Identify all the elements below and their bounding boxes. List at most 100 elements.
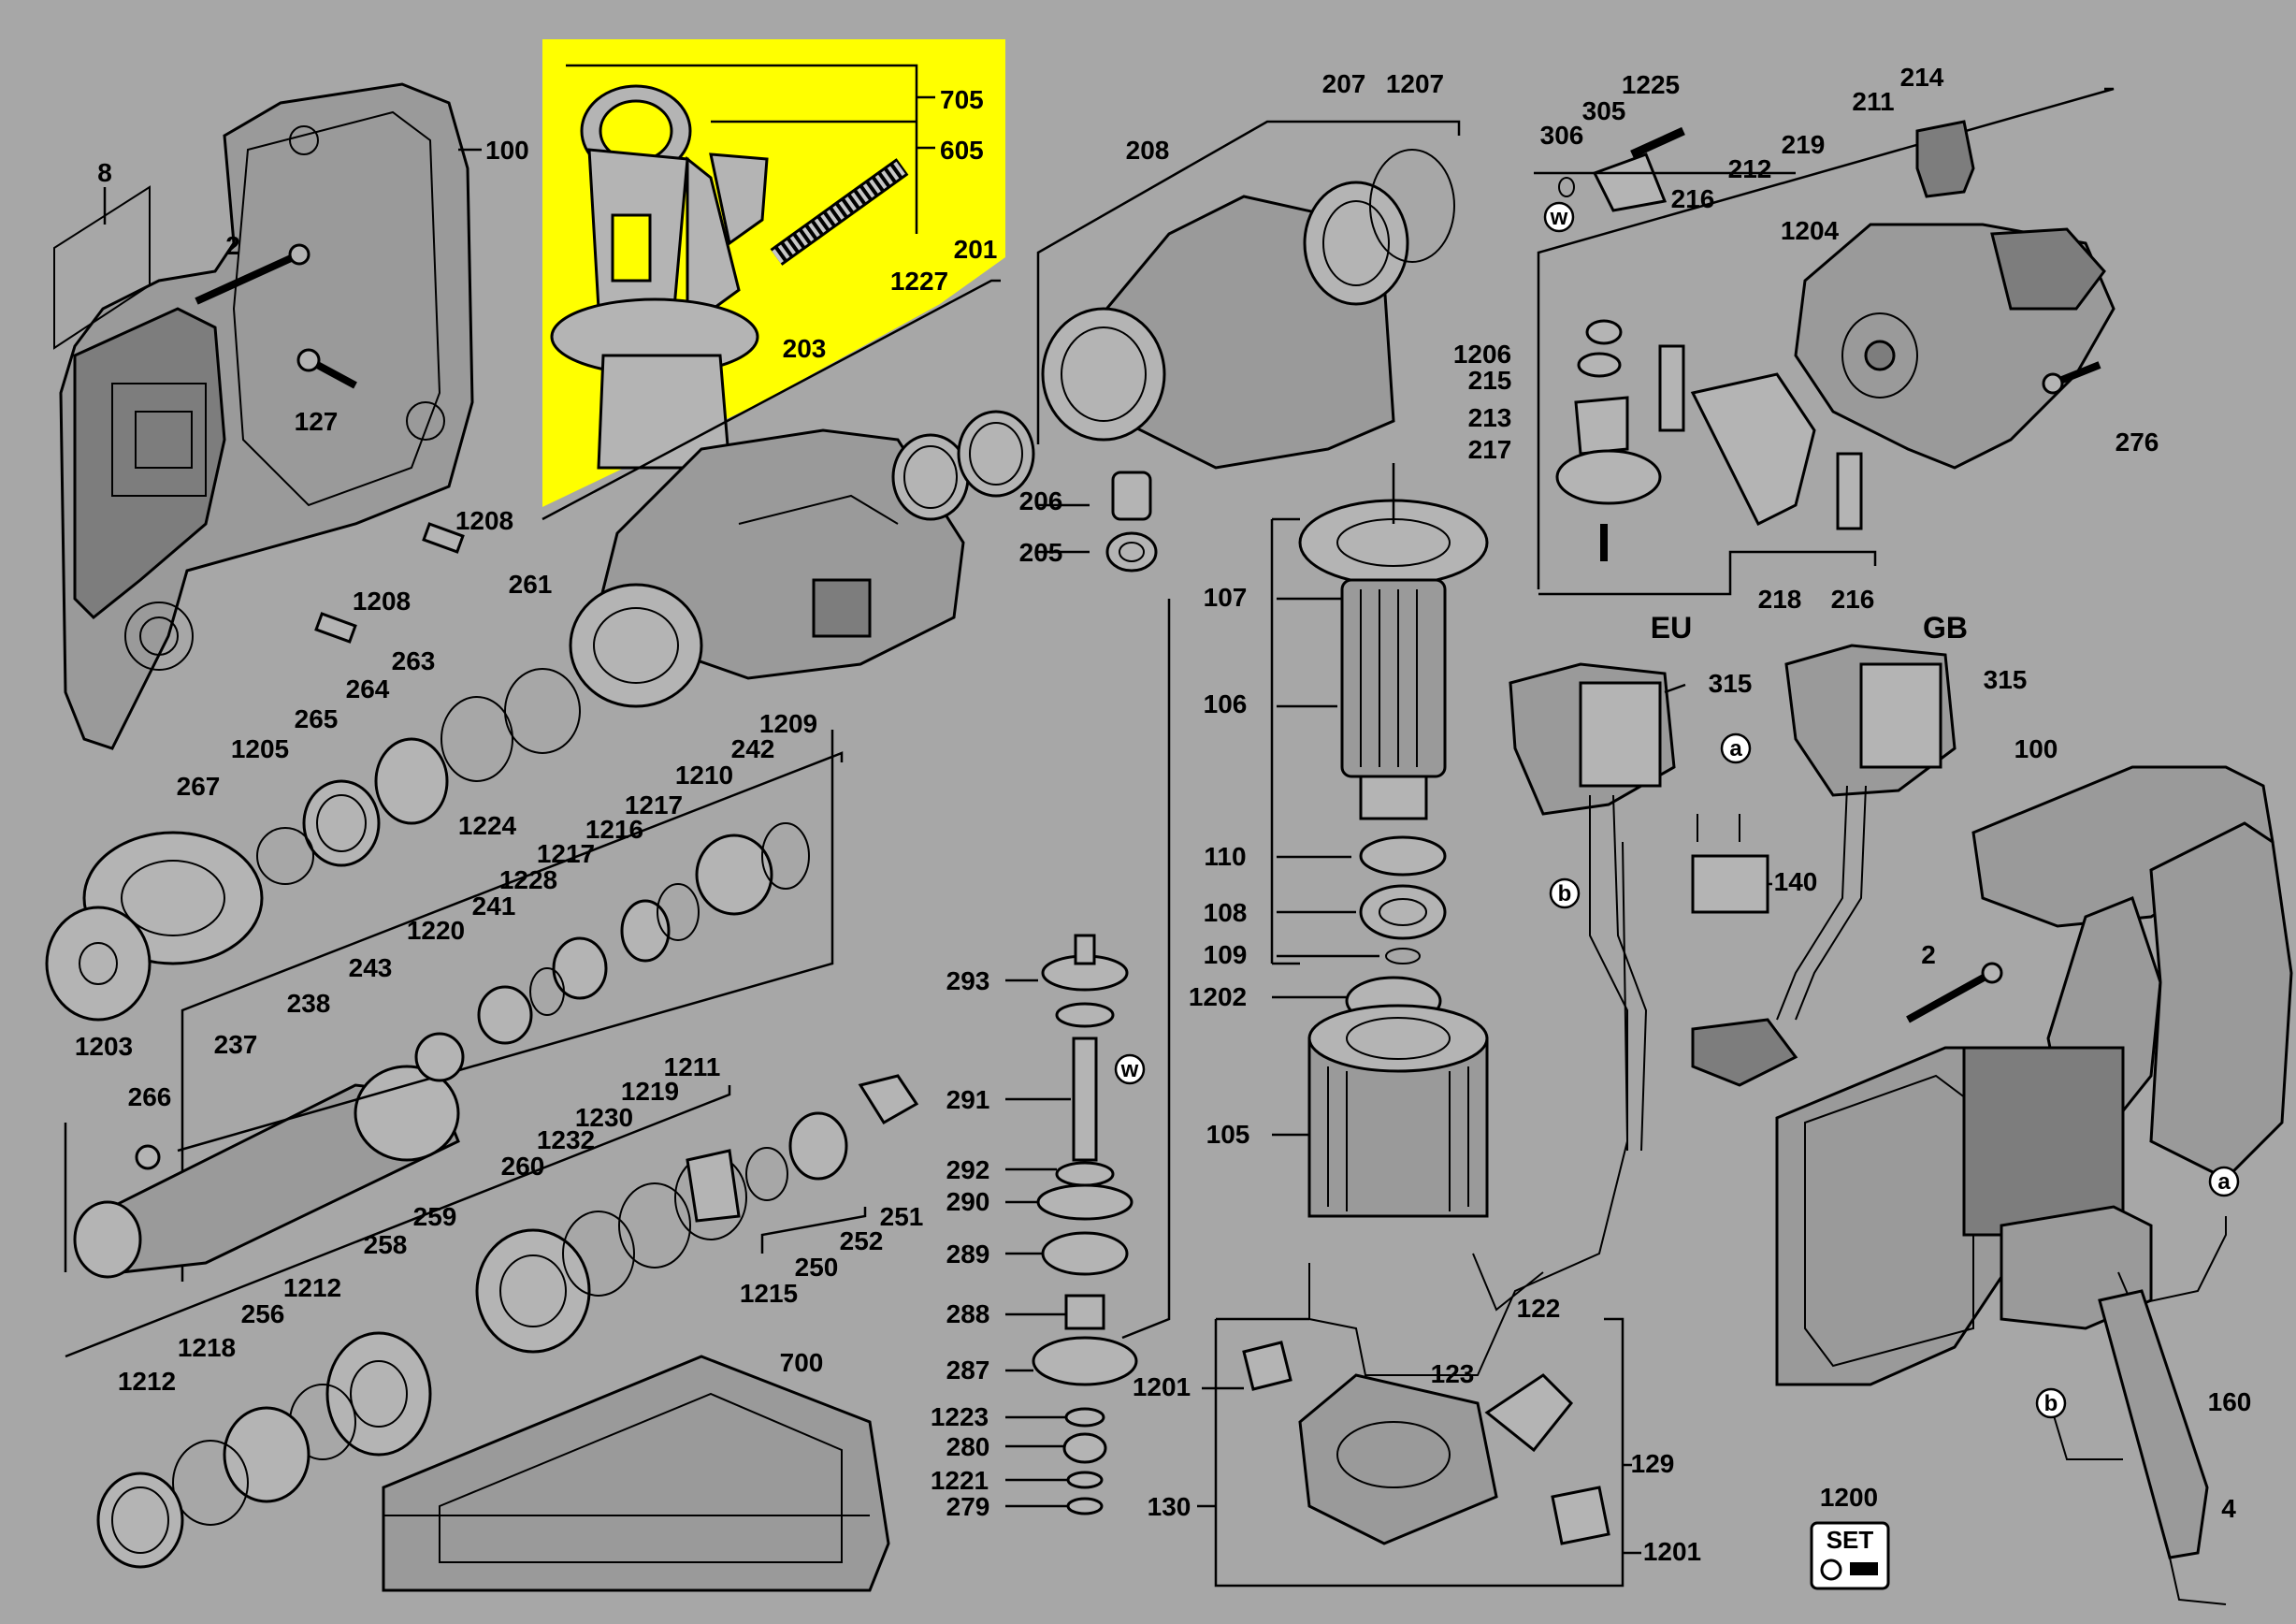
part-label-207: 207: [1322, 69, 1366, 98]
part-label-238: 238: [287, 989, 331, 1018]
part-label-1205: 1205: [231, 734, 289, 763]
part-label-1201-b: 1201: [1643, 1537, 1701, 1566]
gear-housing-group: [542, 279, 1035, 708]
part-label-1210: 1210: [675, 761, 733, 790]
assembled-hammer: [1775, 765, 2293, 1605]
part-label-280: 280: [946, 1432, 990, 1461]
part-label-266: 266: [128, 1082, 172, 1111]
marker-w-shaft: w: [1114, 1053, 1146, 1085]
part-label-293: 293: [946, 966, 990, 995]
marker-b-eu: b: [1549, 877, 1581, 909]
region-header-eu: EU: [1651, 611, 1692, 645]
part-label-1212-a: 1212: [283, 1273, 341, 1302]
part-label-1216: 1216: [585, 815, 643, 844]
part-label-1218: 1218: [178, 1333, 236, 1362]
set-badge-text: SET: [1827, 1526, 1874, 1554]
part-label-218: 218: [1758, 585, 1802, 614]
armature-group: [1214, 463, 1629, 1588]
svg-text:w: w: [1550, 205, 1568, 230]
part-label-106: 106: [1204, 689, 1248, 718]
part-label-1215: 1215: [740, 1279, 798, 1308]
part-label-292: 292: [946, 1155, 990, 1184]
part-label-1208-a: 1208: [455, 506, 513, 535]
set-badge: SET: [1810, 1521, 1890, 1590]
part-label-214: 214: [1900, 63, 1944, 92]
part-label-605: 605: [940, 136, 984, 165]
part-number-labels: 705 605 100 8 2 127 1208 1208 208 207 12…: [75, 63, 2252, 1566]
marker-w-top: w: [1543, 201, 1575, 233]
switch-housing-group: [1534, 87, 2115, 596]
part-label-1202: 1202: [1189, 982, 1247, 1011]
part-label-287: 287: [946, 1356, 990, 1385]
svg-text:a: a: [2217, 1169, 2231, 1195]
leader-lines: [458, 148, 1772, 1555]
part-label-241: 241: [472, 892, 516, 921]
region-header-gb: GB: [1923, 611, 1968, 645]
part-label-315-gb: 315: [1984, 665, 2028, 694]
part-label-212: 212: [1728, 154, 1772, 183]
part-label-205: 205: [1019, 538, 1063, 567]
main-housing-group: [53, 82, 474, 750]
part-label-263: 263: [392, 646, 436, 675]
part-label-267: 267: [177, 772, 221, 801]
part-label-1228: 1228: [499, 865, 557, 894]
crankshaft-group: [1032, 599, 1171, 1515]
part-label-100-housing: 100: [485, 136, 529, 165]
part-label-261: 261: [509, 570, 553, 599]
part-label-1217-b: 1217: [537, 839, 595, 868]
part-label-306: 306: [1540, 121, 1584, 150]
spindle-group: [45, 668, 919, 1569]
part-label-107: 107: [1204, 583, 1248, 612]
part-label-1203: 1203: [75, 1032, 133, 1061]
part-label-1212-b: 1212: [118, 1367, 176, 1396]
part-label-1201-a: 1201: [1133, 1372, 1191, 1401]
part-label-288: 288: [946, 1299, 990, 1328]
part-label-160: 160: [2208, 1387, 2252, 1416]
part-label-1204: 1204: [1781, 216, 1840, 245]
part-label-211: 211: [1852, 87, 1894, 116]
part-label-1220: 1220: [407, 916, 465, 945]
part-label-1227: 1227: [890, 267, 948, 296]
marker-a-eu: a: [1720, 732, 1752, 764]
part-label-215: 215: [1468, 366, 1512, 395]
part-label-259: 259: [413, 1202, 457, 1231]
part-label-1208-b: 1208: [353, 587, 411, 616]
part-label-108: 108: [1204, 898, 1248, 927]
part-label-129: 129: [1631, 1449, 1675, 1478]
part-label-127: 127: [295, 407, 339, 436]
part-label-290: 290: [946, 1187, 990, 1216]
part-label-105: 105: [1206, 1120, 1250, 1149]
part-label-203: 203: [783, 334, 827, 363]
part-label-1225: 1225: [1622, 70, 1680, 99]
wire-markers: w w a b a b: [1114, 201, 2240, 1419]
part-label-1223: 1223: [931, 1402, 989, 1431]
marker-a-cable: a: [2208, 1166, 2240, 1197]
part-label-258: 258: [364, 1230, 408, 1259]
svg-text:w: w: [1120, 1057, 1139, 1082]
part-label-2-assembled: 2: [1921, 940, 1936, 969]
part-label-4: 4: [2221, 1494, 2236, 1523]
part-label-2-housing: 2: [225, 231, 240, 260]
part-label-216-top: 216: [1671, 184, 1715, 213]
part-label-276: 276: [2115, 428, 2159, 457]
part-label-705: 705: [940, 85, 984, 114]
part-label-122: 122: [1517, 1294, 1561, 1323]
part-label-252: 252: [840, 1226, 884, 1255]
part-label-1207: 1207: [1386, 69, 1444, 98]
carrying-case: [382, 1355, 890, 1592]
svg-text:b: b: [1558, 881, 1572, 906]
part-label-1232: 1232: [537, 1125, 595, 1154]
part-label-8: 8: [97, 158, 112, 187]
part-label-1200: 1200: [1820, 1483, 1878, 1512]
svg-text:a: a: [1729, 736, 1742, 761]
part-label-216-bottom: 216: [1831, 585, 1875, 614]
part-label-250: 250: [795, 1253, 839, 1282]
part-label-1211: 1211: [664, 1052, 721, 1081]
part-label-219: 219: [1782, 130, 1826, 159]
part-label-256: 256: [241, 1299, 285, 1328]
part-label-1206: 1206: [1453, 340, 1511, 369]
part-label-289: 289: [946, 1240, 990, 1269]
part-label-110: 110: [1204, 842, 1246, 871]
